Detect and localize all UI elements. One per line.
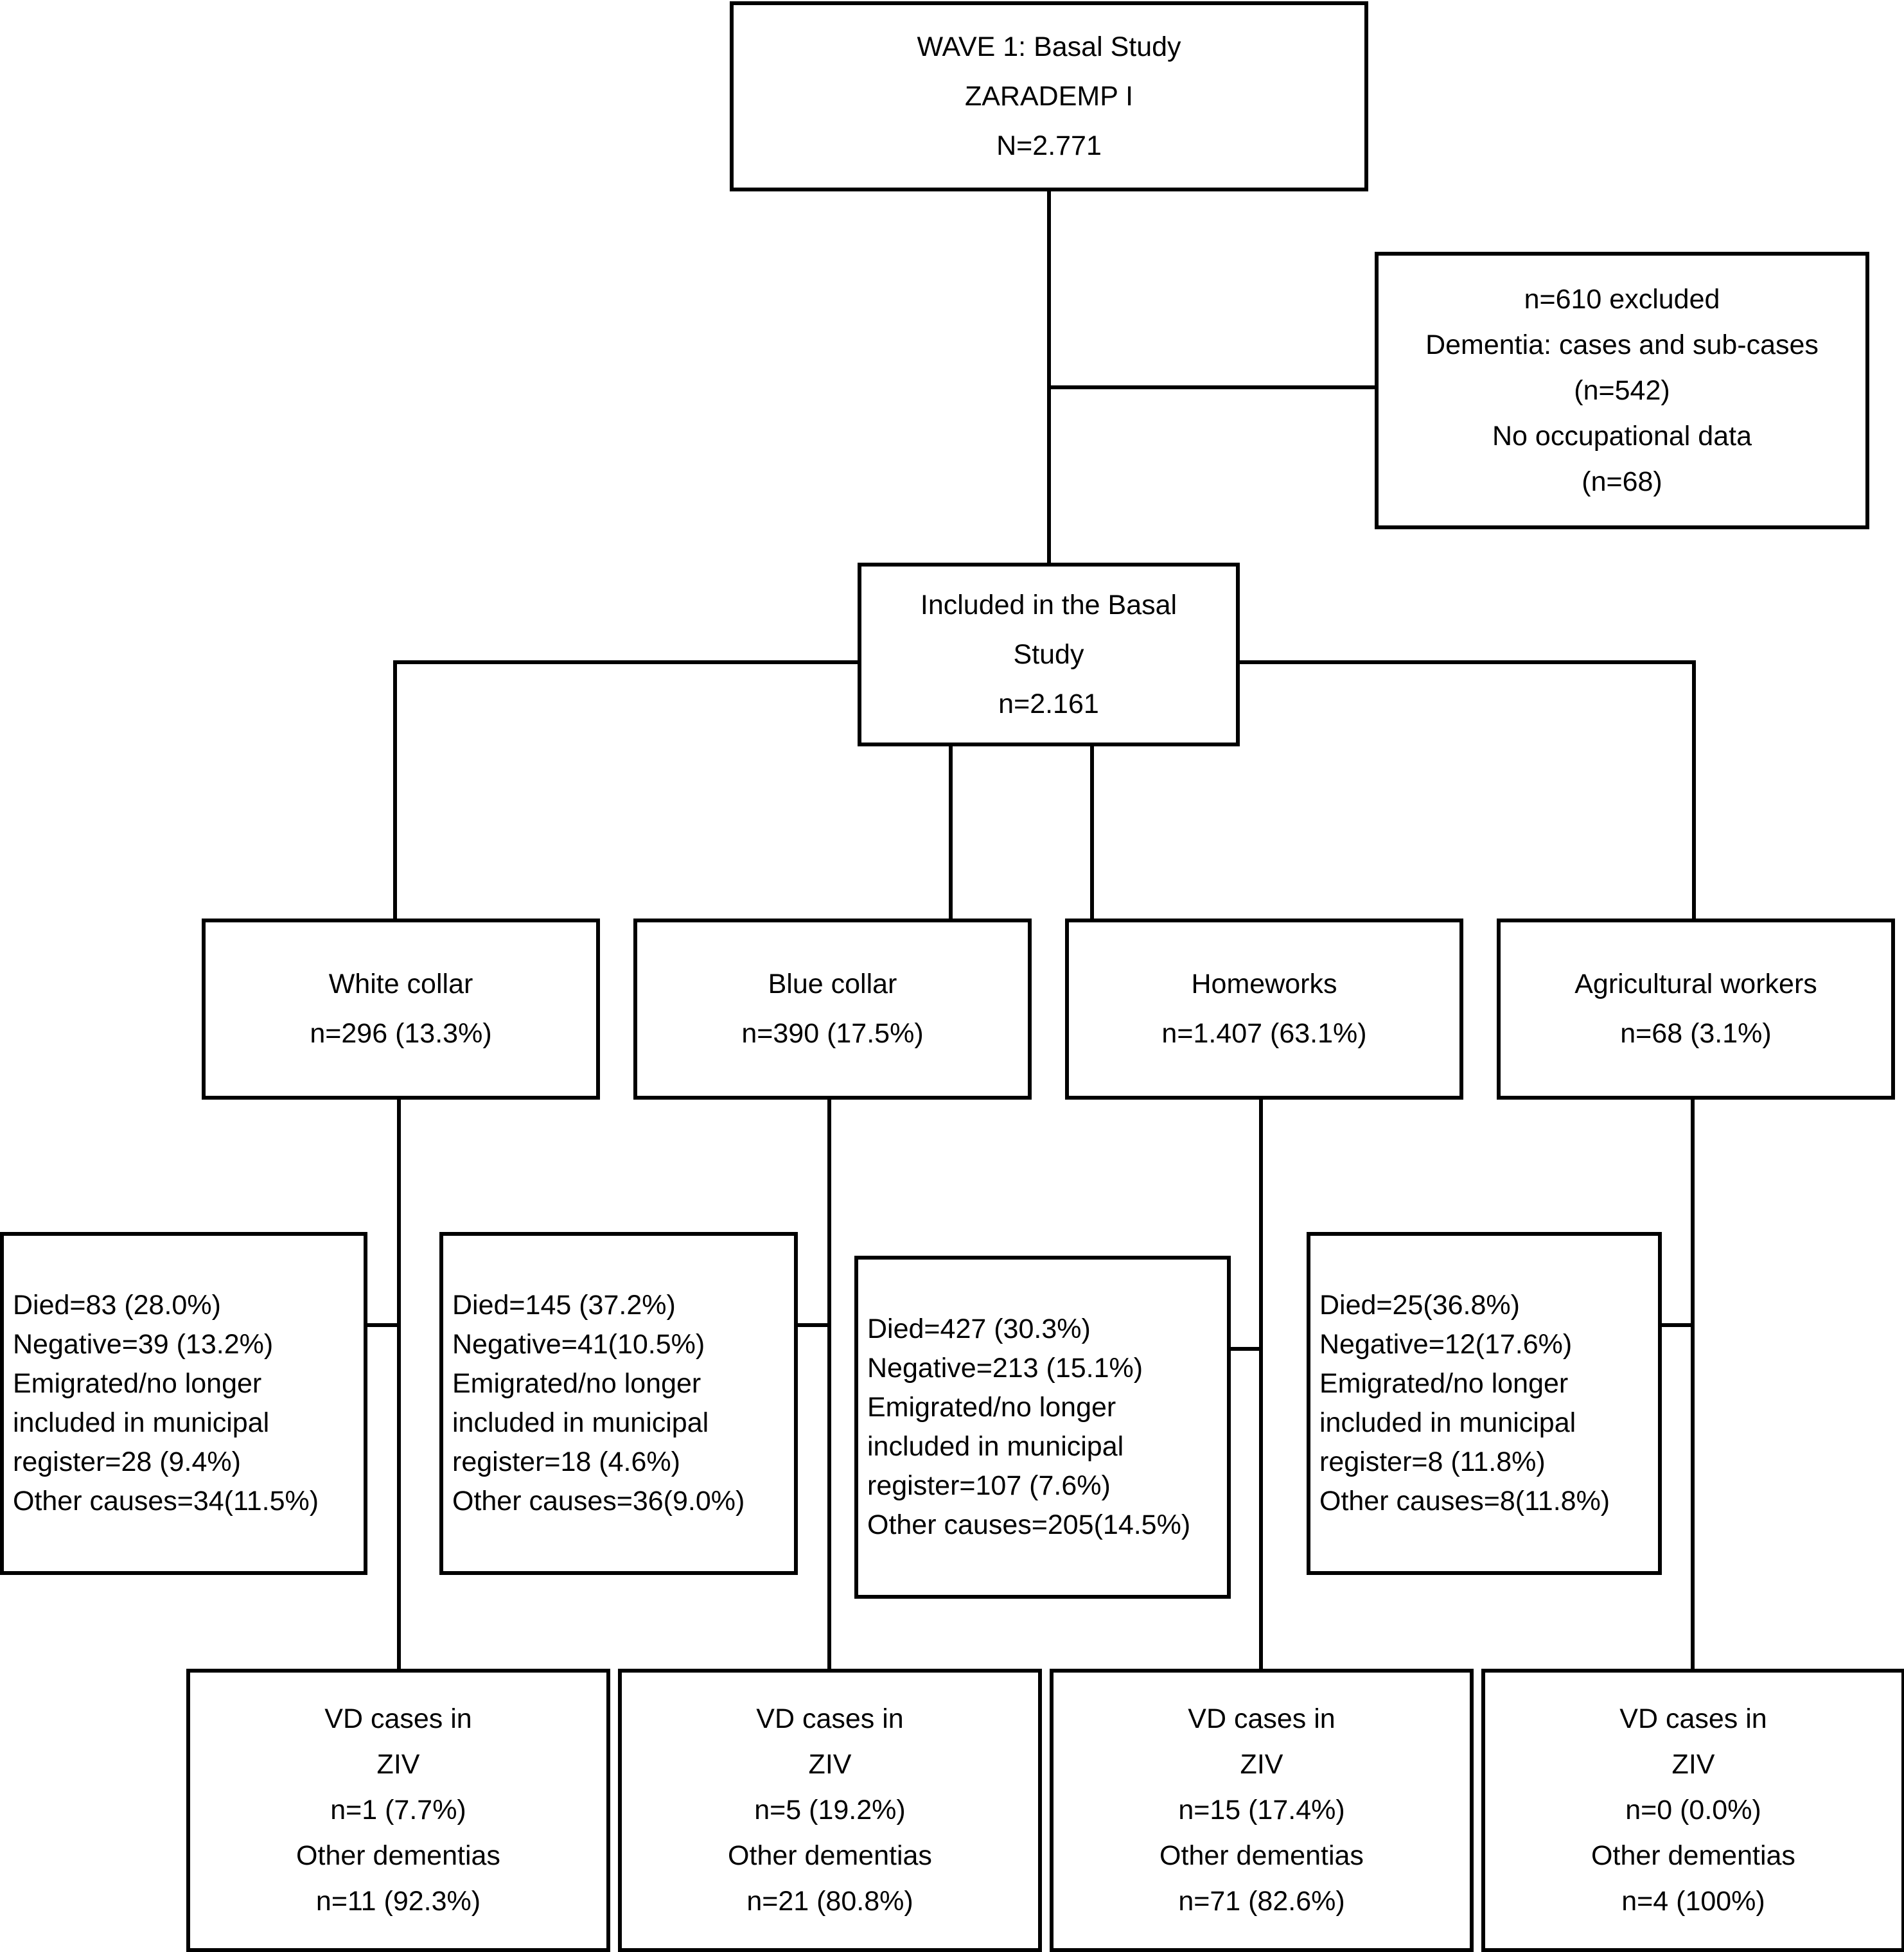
outcome-box-homeworks: VD cases in ZIV n=15 (17.4%) Other demen…	[1050, 1669, 1474, 1952]
group-label-agricultural-workers: Agricultural workers	[1574, 969, 1817, 999]
attrition-box-homeworks: Died=427 (30.3%) Negative=213 (15.1%) Em…	[854, 1256, 1231, 1599]
attrition-bc-line-3: Emigrated/no longer	[452, 1368, 701, 1399]
attrition-bc-line-5: register=18 (4.6%)	[452, 1446, 680, 1477]
wave1-line-1: WAVE 1: Basal Study	[917, 31, 1181, 62]
attrition-aw-line-5: register=8 (11.8%)	[1319, 1446, 1546, 1477]
outcome-bc-line-5: n=21 (80.8%)	[746, 1886, 913, 1917]
outcome-wc-line-4: Other dementias	[296, 1840, 500, 1871]
attrition-aw-line-6: Other causes=8(11.8%)	[1319, 1486, 1610, 1517]
wave1-line-3: N=2.771	[996, 130, 1102, 161]
outcome-hw-line-4: Other dementias	[1159, 1840, 1364, 1871]
excluded-line-5: (n=68)	[1582, 466, 1662, 497]
outcome-wc-line-3: n=1 (7.7%)	[330, 1795, 466, 1825]
attrition-hw-line-4: included in municipal	[867, 1431, 1124, 1462]
group-count-homeworks: n=1.407 (63.1%)	[1161, 1018, 1367, 1049]
attrition-wc-line-3: Emigrated/no longer	[13, 1368, 262, 1399]
outcome-bc-line-1: VD cases in	[756, 1703, 904, 1734]
attrition-box-agricultural-workers: Died=25(36.8%) Negative=12(17.6%) Emigra…	[1307, 1232, 1662, 1575]
outcome-hw-line-2: ZIV	[1240, 1749, 1283, 1780]
outcome-aw-line-5: n=4 (100%)	[1621, 1886, 1765, 1917]
outcome-hw-line-3: n=15 (17.4%)	[1178, 1795, 1345, 1825]
attrition-wc-line-4: included in municipal	[13, 1407, 270, 1438]
attrition-box-blue-collar: Died=145 (37.2%) Negative=41(10.5%) Emig…	[439, 1232, 798, 1575]
group-box-homeworks: Homeworks n=1.407 (63.1%)	[1065, 919, 1463, 1100]
excluded-line-1: n=610 excluded	[1524, 283, 1720, 315]
outcome-box-blue-collar: VD cases in ZIV n=5 (19.2%) Other dement…	[618, 1669, 1042, 1952]
group-count-white-collar: n=296 (13.3%)	[310, 1018, 492, 1049]
attrition-hw-line-1: Died=427 (30.3%)	[867, 1314, 1091, 1344]
included-line-1: Included in the Basal	[920, 589, 1177, 620]
attrition-aw-line-3: Emigrated/no longer	[1319, 1368, 1569, 1399]
outcome-aw-line-1: VD cases in	[1619, 1703, 1767, 1734]
included-line-3: n=2.161	[998, 688, 1099, 719]
outcome-hw-line-5: n=71 (82.6%)	[1178, 1886, 1345, 1917]
group-label-blue-collar: Blue collar	[768, 969, 897, 999]
attrition-aw-line-2: Negative=12(17.6%)	[1319, 1329, 1573, 1360]
attrition-wc-line-6: Other causes=34(11.5%)	[13, 1486, 319, 1517]
attrition-wc-line-5: register=28 (9.4%)	[13, 1446, 241, 1477]
excluded-box: n=610 excluded Dementia: cases and sub-c…	[1375, 252, 1869, 529]
group-count-agricultural-workers: n=68 (3.1%)	[1620, 1018, 1772, 1049]
attrition-wc-line-1: Died=83 (28.0%)	[13, 1290, 221, 1321]
group-label-homeworks: Homeworks	[1191, 969, 1337, 999]
group-count-blue-collar: n=390 (17.5%)	[741, 1018, 924, 1049]
attrition-bc-line-6: Other causes=36(9.0%)	[452, 1486, 745, 1517]
outcome-aw-line-2: ZIV	[1671, 1749, 1715, 1780]
attrition-bc-line-4: included in municipal	[452, 1407, 709, 1438]
outcome-bc-line-4: Other dementias	[728, 1840, 932, 1871]
excluded-line-3: (n=542)	[1574, 374, 1670, 406]
included-line-2: Study	[1013, 638, 1084, 670]
wave1-basal-study-box: WAVE 1: Basal Study ZARADEMP I N=2.771	[730, 1, 1368, 191]
outcome-wc-line-2: ZIV	[376, 1749, 420, 1780]
group-box-agricultural-workers: Agricultural workers n=68 (3.1%)	[1497, 919, 1895, 1100]
wave1-line-2: ZARADEMP I	[964, 80, 1134, 112]
outcome-wc-line-1: VD cases in	[324, 1703, 472, 1734]
group-box-blue-collar: Blue collar n=390 (17.5%)	[633, 919, 1032, 1100]
outcome-box-agricultural-workers: VD cases in ZIV n=0 (0.0%) Other dementi…	[1481, 1669, 1904, 1952]
wire-included-to-white-collar	[393, 660, 861, 923]
outcome-bc-line-2: ZIV	[808, 1749, 852, 1780]
excluded-line-4: No occupational data	[1492, 420, 1752, 452]
group-label-white-collar: White collar	[328, 969, 473, 999]
outcome-bc-line-3: n=5 (19.2%)	[754, 1795, 906, 1825]
outcome-wc-line-5: n=11 (92.3%)	[315, 1886, 481, 1917]
attrition-wc-line-2: Negative=39 (13.2%)	[13, 1329, 274, 1360]
attrition-bc-line-2: Negative=41(10.5%)	[452, 1329, 705, 1360]
attrition-hw-line-3: Emigrated/no longer	[867, 1392, 1116, 1423]
outcome-hw-line-1: VD cases in	[1188, 1703, 1335, 1734]
wire-included-to-agricultural	[1237, 660, 1696, 923]
outcome-aw-line-3: n=0 (0.0%)	[1625, 1795, 1761, 1825]
attrition-hw-line-2: Negative=213 (15.1%)	[867, 1353, 1143, 1384]
outcome-aw-line-4: Other dementias	[1591, 1840, 1795, 1871]
excluded-line-2: Dementia: cases and sub-cases	[1425, 329, 1819, 360]
attrition-box-white-collar: Died=83 (28.0%) Negative=39 (13.2%) Emig…	[0, 1232, 367, 1575]
included-in-basal-study-box: Included in the Basal Study n=2.161	[858, 563, 1240, 746]
attrition-hw-line-5: register=107 (7.6%)	[867, 1470, 1111, 1501]
attrition-aw-line-1: Died=25(36.8%)	[1319, 1290, 1520, 1321]
group-box-white-collar: White collar n=296 (13.3%)	[202, 919, 600, 1100]
attrition-aw-line-4: included in municipal	[1319, 1407, 1576, 1438]
attrition-hw-line-6: Other causes=205(14.5%)	[867, 1509, 1191, 1540]
outcome-box-white-collar: VD cases in ZIV n=1 (7.7%) Other dementi…	[186, 1669, 610, 1952]
attrition-bc-line-1: Died=145 (37.2%)	[452, 1290, 676, 1321]
